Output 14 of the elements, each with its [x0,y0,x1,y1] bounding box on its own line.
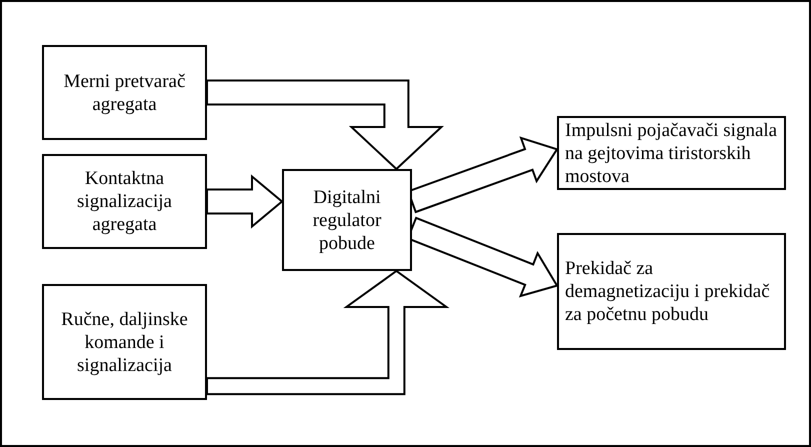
block-label: Kontaktna signalizacija agregata [76,167,173,236]
block-label: Prekidač za demagnetizaciju i prekidač za početnu pobudu [565,257,771,326]
block-label: Impulsni pojačavači signala na gejtovima tiristorskih mostova [565,118,778,188]
block-box [557,233,786,350]
block-arrow [206,174,284,229]
block-label: Digitalni regulator pobude [312,186,382,254]
block-box [282,169,412,271]
block-box [42,154,207,249]
block-label: Ručne, daljinske komande i signalizacija [60,308,189,376]
block-arrow [206,270,450,396]
block-arrow [206,80,444,170]
block-box [42,45,207,140]
block-box [42,284,207,400]
block-label: Merni pretvarač agregata [62,70,186,116]
